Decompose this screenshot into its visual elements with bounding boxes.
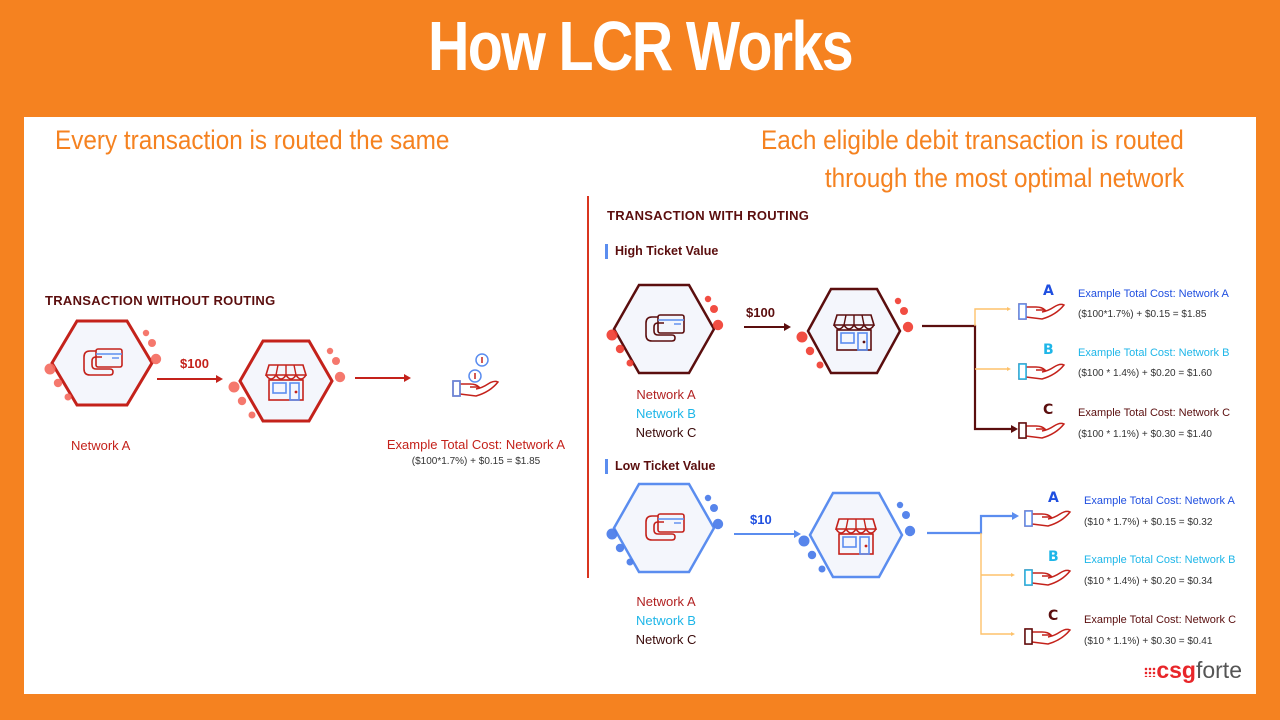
low-letter-a: A	[1048, 490, 1059, 506]
left-network: Network A	[71, 438, 131, 453]
card-hexagon-low	[606, 482, 724, 574]
high-cost-heading-b: Example Total Cost: Network B	[1078, 347, 1230, 359]
left-cost: Example Total Cost: Network A ($100*1.7%…	[376, 437, 576, 467]
section-divider	[587, 196, 589, 578]
left-subtitle: Every transaction is routed the same	[55, 125, 450, 155]
card-hexagon-left	[44, 319, 162, 407]
right-section-title: TRANSACTION WITH ROUTING	[607, 208, 810, 223]
low-cost-formula-a: ($10 * 1.7%) + $0.15 = $0.32	[1084, 517, 1213, 528]
high-network-b: Network B	[636, 406, 696, 421]
hand-icon-high-b	[1018, 363, 1065, 380]
high-amount: $100	[746, 305, 775, 320]
hand-icon-high-c	[1018, 422, 1065, 439]
right-subtitle-line2: through the most optimal network	[824, 163, 1184, 193]
shop-hexagon-left	[228, 339, 346, 423]
hand-coins-icon	[452, 353, 499, 397]
high-network-list: Network A Network B Network C	[616, 385, 716, 442]
low-cost-formula-c: ($10 * 1.1%) + $0.30 = $0.41	[1084, 636, 1213, 647]
diagram-canvas	[44, 283, 1071, 645]
card-hexagon-high	[606, 283, 724, 375]
low-cost-formula-b: ($10 * 1.4%) + $0.20 = $0.34	[1084, 576, 1213, 587]
low-letter-c: C	[1048, 608, 1059, 624]
high-letter-b: B	[1043, 342, 1054, 358]
hand-icon-high-a	[1018, 303, 1065, 320]
low-network-list: Network A Network B Network C	[616, 592, 716, 649]
page-title: How LCR Works	[427, 7, 854, 85]
high-network-c: Network C	[635, 425, 697, 440]
csgforte-logo: csgforte	[1144, 657, 1242, 684]
left-cost-formula: ($100*1.7%) + $0.15 = $1.85	[411, 456, 541, 467]
shop-hexagon-high	[796, 287, 914, 375]
high-letter-c: C	[1043, 402, 1054, 418]
low-ticket-label: Low Ticket Value	[605, 459, 716, 474]
hand-icon-low-b	[1024, 569, 1071, 586]
high-cost-heading-a: Example Total Cost: Network A	[1078, 288, 1229, 300]
low-network-b: Network B	[636, 613, 696, 628]
right-subtitle-line1: Each eligible debit transaction is route…	[761, 125, 1184, 155]
left-cost-heading: Example Total Cost: Network A	[386, 437, 566, 452]
route-branch-high-a	[974, 308, 1007, 326]
route-branch-low-c	[980, 533, 1011, 635]
low-cost-heading-b: Example Total Cost: Network B	[1084, 554, 1236, 566]
hand-icon-low-c	[1024, 628, 1071, 645]
left-amount: $100	[180, 356, 209, 371]
low-network-a: Network A	[636, 594, 696, 609]
shop-hexagon-low	[798, 491, 916, 579]
high-cost-formula-c: ($100 * 1.1%) + $0.30 = $1.40	[1078, 429, 1212, 440]
low-amount: $10	[750, 512, 772, 527]
high-ticket-label: High Ticket Value	[605, 244, 718, 259]
low-cost-heading-c: Example Total Cost: Network C	[1084, 614, 1237, 626]
high-cost-formula-b: ($100 * 1.4%) + $0.20 = $1.60	[1078, 368, 1212, 379]
high-network-a: Network A	[636, 387, 696, 402]
logo-text-forte: forte	[1195, 657, 1242, 683]
high-cost-formula-a: ($100*1.7%) + $0.15 = $1.85	[1078, 309, 1207, 320]
low-network-c: Network C	[635, 632, 697, 647]
low-cost-heading-a: Example Total Cost: Network A	[1084, 495, 1235, 507]
route-selected-high	[922, 324, 1011, 431]
content-panel: Every transaction is routed the same Eac…	[24, 117, 1256, 694]
logo-mark-icon	[1144, 666, 1157, 677]
logo-text-csg: csg	[1156, 657, 1196, 683]
low-letter-b: B	[1048, 549, 1059, 565]
left-section-title: TRANSACTION WITHOUT ROUTING	[45, 293, 276, 308]
route-selected-low	[927, 514, 1012, 535]
high-letter-a: A	[1043, 283, 1054, 299]
hand-icon-low-a	[1024, 510, 1071, 527]
high-cost-heading-c: Example Total Cost: Network C	[1078, 407, 1231, 419]
